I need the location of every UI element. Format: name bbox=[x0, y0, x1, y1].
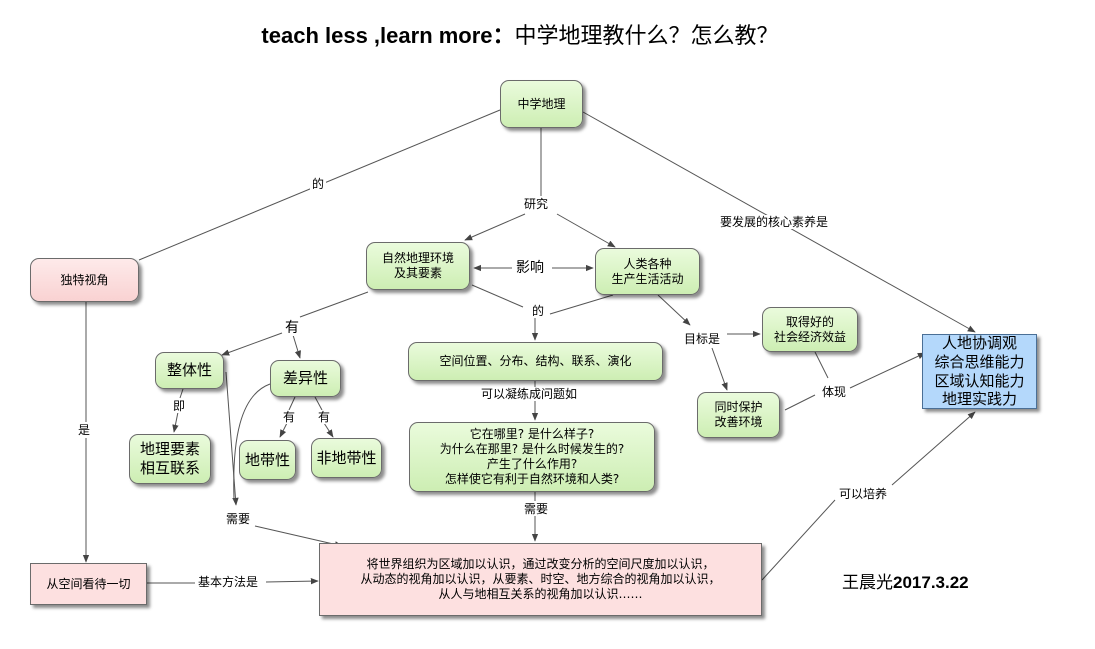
edge-goal-protect bbox=[711, 347, 728, 391]
edge-basic-method bbox=[265, 577, 319, 585]
label-of-1: 的 bbox=[310, 177, 327, 191]
edge-method-cultivate bbox=[761, 499, 836, 581]
edge-natural-has bbox=[299, 291, 369, 318]
edge-need1-method bbox=[254, 525, 343, 548]
node-protect-environment: 同时保护 改善环境 bbox=[697, 392, 780, 438]
edge-difference-need1 bbox=[233, 383, 271, 501]
label-embody: 体现 bbox=[820, 385, 849, 399]
node-azonal: 非地带性 bbox=[311, 438, 382, 478]
edge-has-difference bbox=[292, 334, 301, 359]
edge-embody-literacy bbox=[849, 352, 926, 389]
label-basic-method: 基本方法是 bbox=[196, 575, 261, 589]
node-spatial-features: 空间位置、分布、结构、联系、演化 bbox=[408, 342, 663, 381]
edge-study-natural bbox=[464, 213, 526, 241]
edge-has2-zonal bbox=[279, 422, 288, 438]
node-integrity: 整体性 bbox=[155, 352, 224, 389]
edge-protect-embody bbox=[784, 394, 816, 411]
page-title: teach less ,learn more：中学地理教什么？怎么教？ bbox=[0, 18, 1040, 50]
label-goal: 目标是 bbox=[682, 332, 723, 346]
node-natural-environment: 自然地理环境 及其要素 bbox=[366, 242, 470, 290]
node-see-from-space: 从空间看待一切 bbox=[30, 563, 147, 605]
label-study: 研究 bbox=[522, 197, 551, 211]
author-date: 2017.3.22 bbox=[893, 573, 969, 592]
node-core-literacy: 人地协调观 综合思维能力 区域认知能力 地理实践力 bbox=[922, 334, 1037, 409]
edge-has3-azonal bbox=[323, 422, 334, 438]
label-cultivate: 可以培养 bbox=[837, 487, 890, 501]
label-need-2: 需要 bbox=[522, 502, 551, 516]
label-has-2: 有 bbox=[281, 410, 298, 424]
node-questions: 它在哪里? 是什么样子? 为什么在那里? 是什么时候发生的? 产生了什么作用? … bbox=[409, 422, 655, 492]
edge-has-integrity bbox=[221, 332, 283, 356]
label-has: 有 bbox=[283, 320, 301, 336]
edge-integrity-need1 bbox=[225, 371, 239, 506]
title-english: teach less ,learn more： bbox=[261, 23, 515, 48]
title-chinese: 中学地理教什么？怎么教？ bbox=[514, 24, 779, 49]
edge-human-goal bbox=[657, 294, 691, 326]
label-influence: 影响 bbox=[514, 260, 546, 276]
node-zonal: 地带性 bbox=[239, 440, 296, 480]
node-socioeconomic-benefit: 取得好的 社会经济效益 bbox=[762, 307, 858, 352]
label-namely: 即 bbox=[171, 399, 188, 413]
edge-natural-of bbox=[471, 284, 524, 308]
node-basic-methods: 将世界组织为区域加以认识，通过改变分析的空间尺度加以认识， 从动态的视角加以认识… bbox=[319, 543, 762, 616]
node-middle-school-geography: 中学地理 bbox=[500, 80, 583, 128]
label-need-1: 需要 bbox=[224, 512, 253, 526]
edge-difference-has2 bbox=[288, 396, 296, 411]
label-of-2: 的 bbox=[530, 304, 547, 318]
edge-difference-has3 bbox=[314, 396, 323, 411]
label-is: 是 bbox=[76, 423, 93, 437]
edge-integrity-namely bbox=[179, 388, 184, 399]
label-has-3: 有 bbox=[316, 410, 333, 424]
node-element-interrelation: 地理要素 相互联系 bbox=[129, 434, 211, 484]
label-core-literacy: 要发展的核心素养是 bbox=[718, 215, 831, 229]
node-difference: 差异性 bbox=[270, 360, 341, 397]
edge-human-of bbox=[549, 294, 614, 315]
label-condense: 可以凝练成问题如 bbox=[479, 387, 580, 401]
author-name: 王晨光 bbox=[842, 573, 893, 593]
edge-benefit-embody bbox=[814, 351, 829, 379]
node-human-activities: 人类各种 生产生活活动 bbox=[595, 248, 700, 295]
edge-namely-interrelation bbox=[172, 411, 179, 433]
author-signature: 王晨光2017.3.22 bbox=[842, 568, 969, 593]
node-unique-perspective: 独特视角 bbox=[30, 258, 139, 302]
edge-cultivate-literacy bbox=[891, 411, 976, 486]
edge-study-human bbox=[556, 213, 616, 248]
